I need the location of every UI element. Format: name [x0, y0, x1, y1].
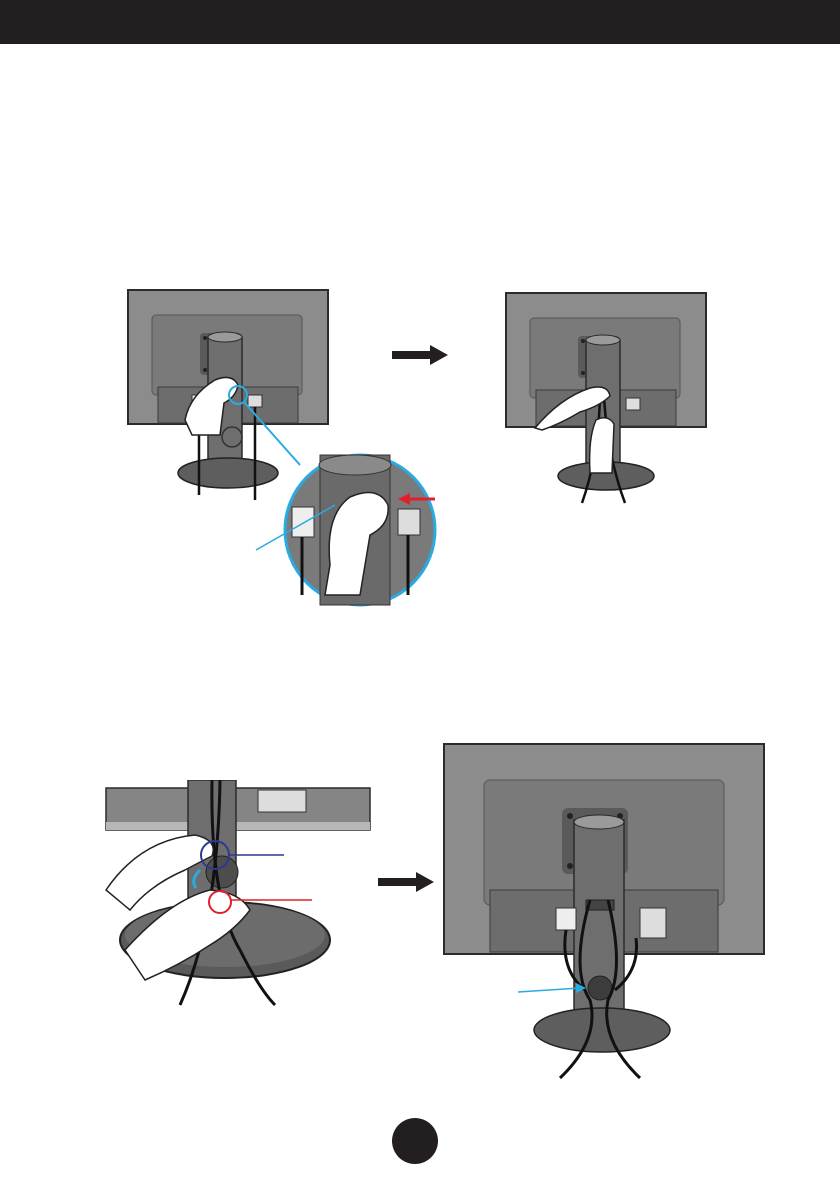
arrow-right-icon-2: [378, 872, 436, 892]
illustration-press-clip: [120, 285, 440, 610]
illustration-cable-holder-insert: [100, 780, 375, 1010]
illustration-cables-routed: [440, 740, 770, 1080]
illustration-cables-gathered: [500, 288, 710, 508]
arrow-right-icon: [392, 345, 450, 365]
header-bar: [0, 0, 840, 44]
page-number-badge: [392, 1118, 438, 1164]
